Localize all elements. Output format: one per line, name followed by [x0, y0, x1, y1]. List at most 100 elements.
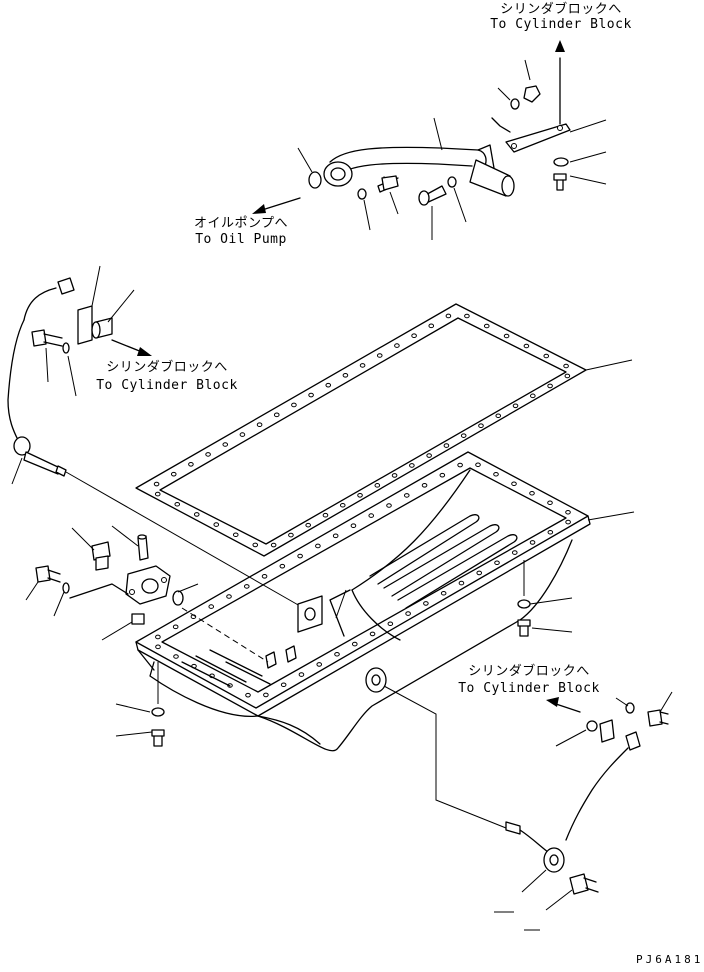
bolt-hole: [359, 363, 366, 368]
bolt-hole: [339, 502, 346, 508]
bolt-hole: [193, 512, 200, 517]
bolt-hole: [350, 523, 357, 529]
bolt-hole: [245, 692, 251, 698]
top-cylinder-block-label-jp: シリンダブロックへ: [500, 2, 622, 17]
bolt-hole: [342, 372, 349, 378]
bolt-hole: [172, 624, 179, 630]
bolt-hole: [273, 412, 280, 418]
right-cylinder-block-label-en: To Cylinder Block: [458, 681, 600, 696]
bolt-hole: [523, 343, 530, 349]
bolt-hole: [457, 462, 463, 468]
bolt-hole: [374, 483, 381, 488]
bolt-hole: [154, 491, 161, 497]
oil-pan: [135, 451, 635, 752]
bolt-hole: [564, 373, 571, 379]
bolt-hole: [351, 641, 358, 647]
bolt-hole: [261, 573, 268, 579]
front-fittings: [25, 525, 199, 641]
bolt-hole: [460, 433, 467, 438]
bolt-hole: [440, 590, 447, 596]
bolt-hole: [503, 333, 510, 339]
bolt-hole: [478, 423, 484, 428]
bolt-hole: [173, 654, 179, 659]
bolt-hole: [411, 333, 417, 339]
bolt-hole: [369, 631, 376, 637]
bolt-hole: [483, 323, 490, 329]
bolt-hole: [565, 509, 571, 515]
bolt-hole: [511, 481, 517, 487]
bolt-hole: [334, 651, 340, 657]
bolt-hole: [565, 519, 571, 525]
bolt-hole: [270, 542, 277, 548]
bolt-hole: [279, 563, 286, 569]
bolt-hole: [155, 634, 161, 640]
drain-plug: [115, 662, 165, 747]
bolt-hole: [174, 501, 181, 507]
bolt-hole: [368, 513, 375, 518]
bolt-hole: [530, 393, 536, 399]
bolt-hole: [288, 532, 294, 538]
bolt-hole: [458, 580, 465, 586]
side-bolt: [517, 560, 573, 637]
right-cylinder-block-label-jp: シリンダブロックへ: [468, 664, 590, 679]
bolt-hole: [428, 323, 435, 329]
bolt-hole: [405, 611, 411, 616]
bolt-hole: [403, 493, 410, 498]
upper-sensor-harness: [7, 265, 301, 607]
bolt-hole: [547, 529, 554, 535]
bolt-hole: [475, 462, 481, 468]
bolt-hole: [316, 662, 323, 667]
bolt-hole: [387, 621, 394, 627]
bolt-hole: [547, 383, 553, 389]
bolt-hole: [291, 402, 297, 408]
bolt-hole: [208, 604, 215, 609]
bolt-hole: [298, 672, 305, 677]
bolt-hole: [325, 382, 332, 388]
bolt-hole: [332, 533, 339, 539]
bolt-hole: [297, 553, 303, 559]
bolt-hole: [243, 584, 250, 589]
bolt-hole: [443, 443, 450, 448]
bolt-hole: [357, 493, 363, 498]
oil-pump-label-en: To Oil Pump: [195, 232, 287, 247]
bolt-hole: [226, 594, 232, 599]
bolt-hole: [493, 471, 499, 477]
oil-pump-label-jp: オイルポンプへ: [193, 216, 289, 231]
bolt-hole: [439, 472, 446, 478]
bolt-hole: [421, 482, 428, 488]
bolt-hole: [252, 542, 259, 548]
top-cylinder-block-label-en: To Cylinder Block: [490, 17, 632, 32]
oil-pan-gasket: [135, 303, 633, 557]
bolt-hole: [280, 682, 287, 688]
bolt-hole: [512, 403, 519, 409]
bolt-hole: [391, 473, 398, 478]
bolt-hole: [239, 432, 246, 437]
bolt-hole: [232, 532, 239, 538]
bolt-hole: [205, 452, 211, 457]
bolt-hole: [464, 313, 470, 319]
bolt-hole: [256, 422, 263, 428]
bolt-hole: [263, 692, 269, 698]
bolt-hole: [153, 481, 160, 487]
bolt-hole: [315, 543, 321, 549]
bolt-hole: [213, 522, 220, 527]
bolt-hole: [386, 503, 392, 508]
bolt-hole: [547, 500, 553, 506]
bolt-hole: [495, 413, 502, 419]
bolt-hole: [188, 461, 194, 467]
bolt-hole: [170, 471, 177, 477]
left-cylinder-block-label-en: To Cylinder Block: [96, 378, 238, 393]
bolt-hole: [423, 601, 429, 606]
bolt-hole: [563, 363, 569, 369]
bolt-hole: [529, 490, 535, 496]
bolt-hole: [529, 540, 536, 545]
bolt-hole: [445, 313, 452, 319]
left-cylinder-block-label-jp: シリンダブロックへ: [106, 360, 228, 375]
bolt-hole: [308, 392, 314, 398]
bolt-hole: [476, 570, 483, 576]
bolt-hole: [426, 453, 432, 458]
bolt-hole: [322, 512, 329, 518]
drawing-code: PJ6A181: [636, 953, 704, 966]
bolt-hole: [222, 442, 229, 447]
